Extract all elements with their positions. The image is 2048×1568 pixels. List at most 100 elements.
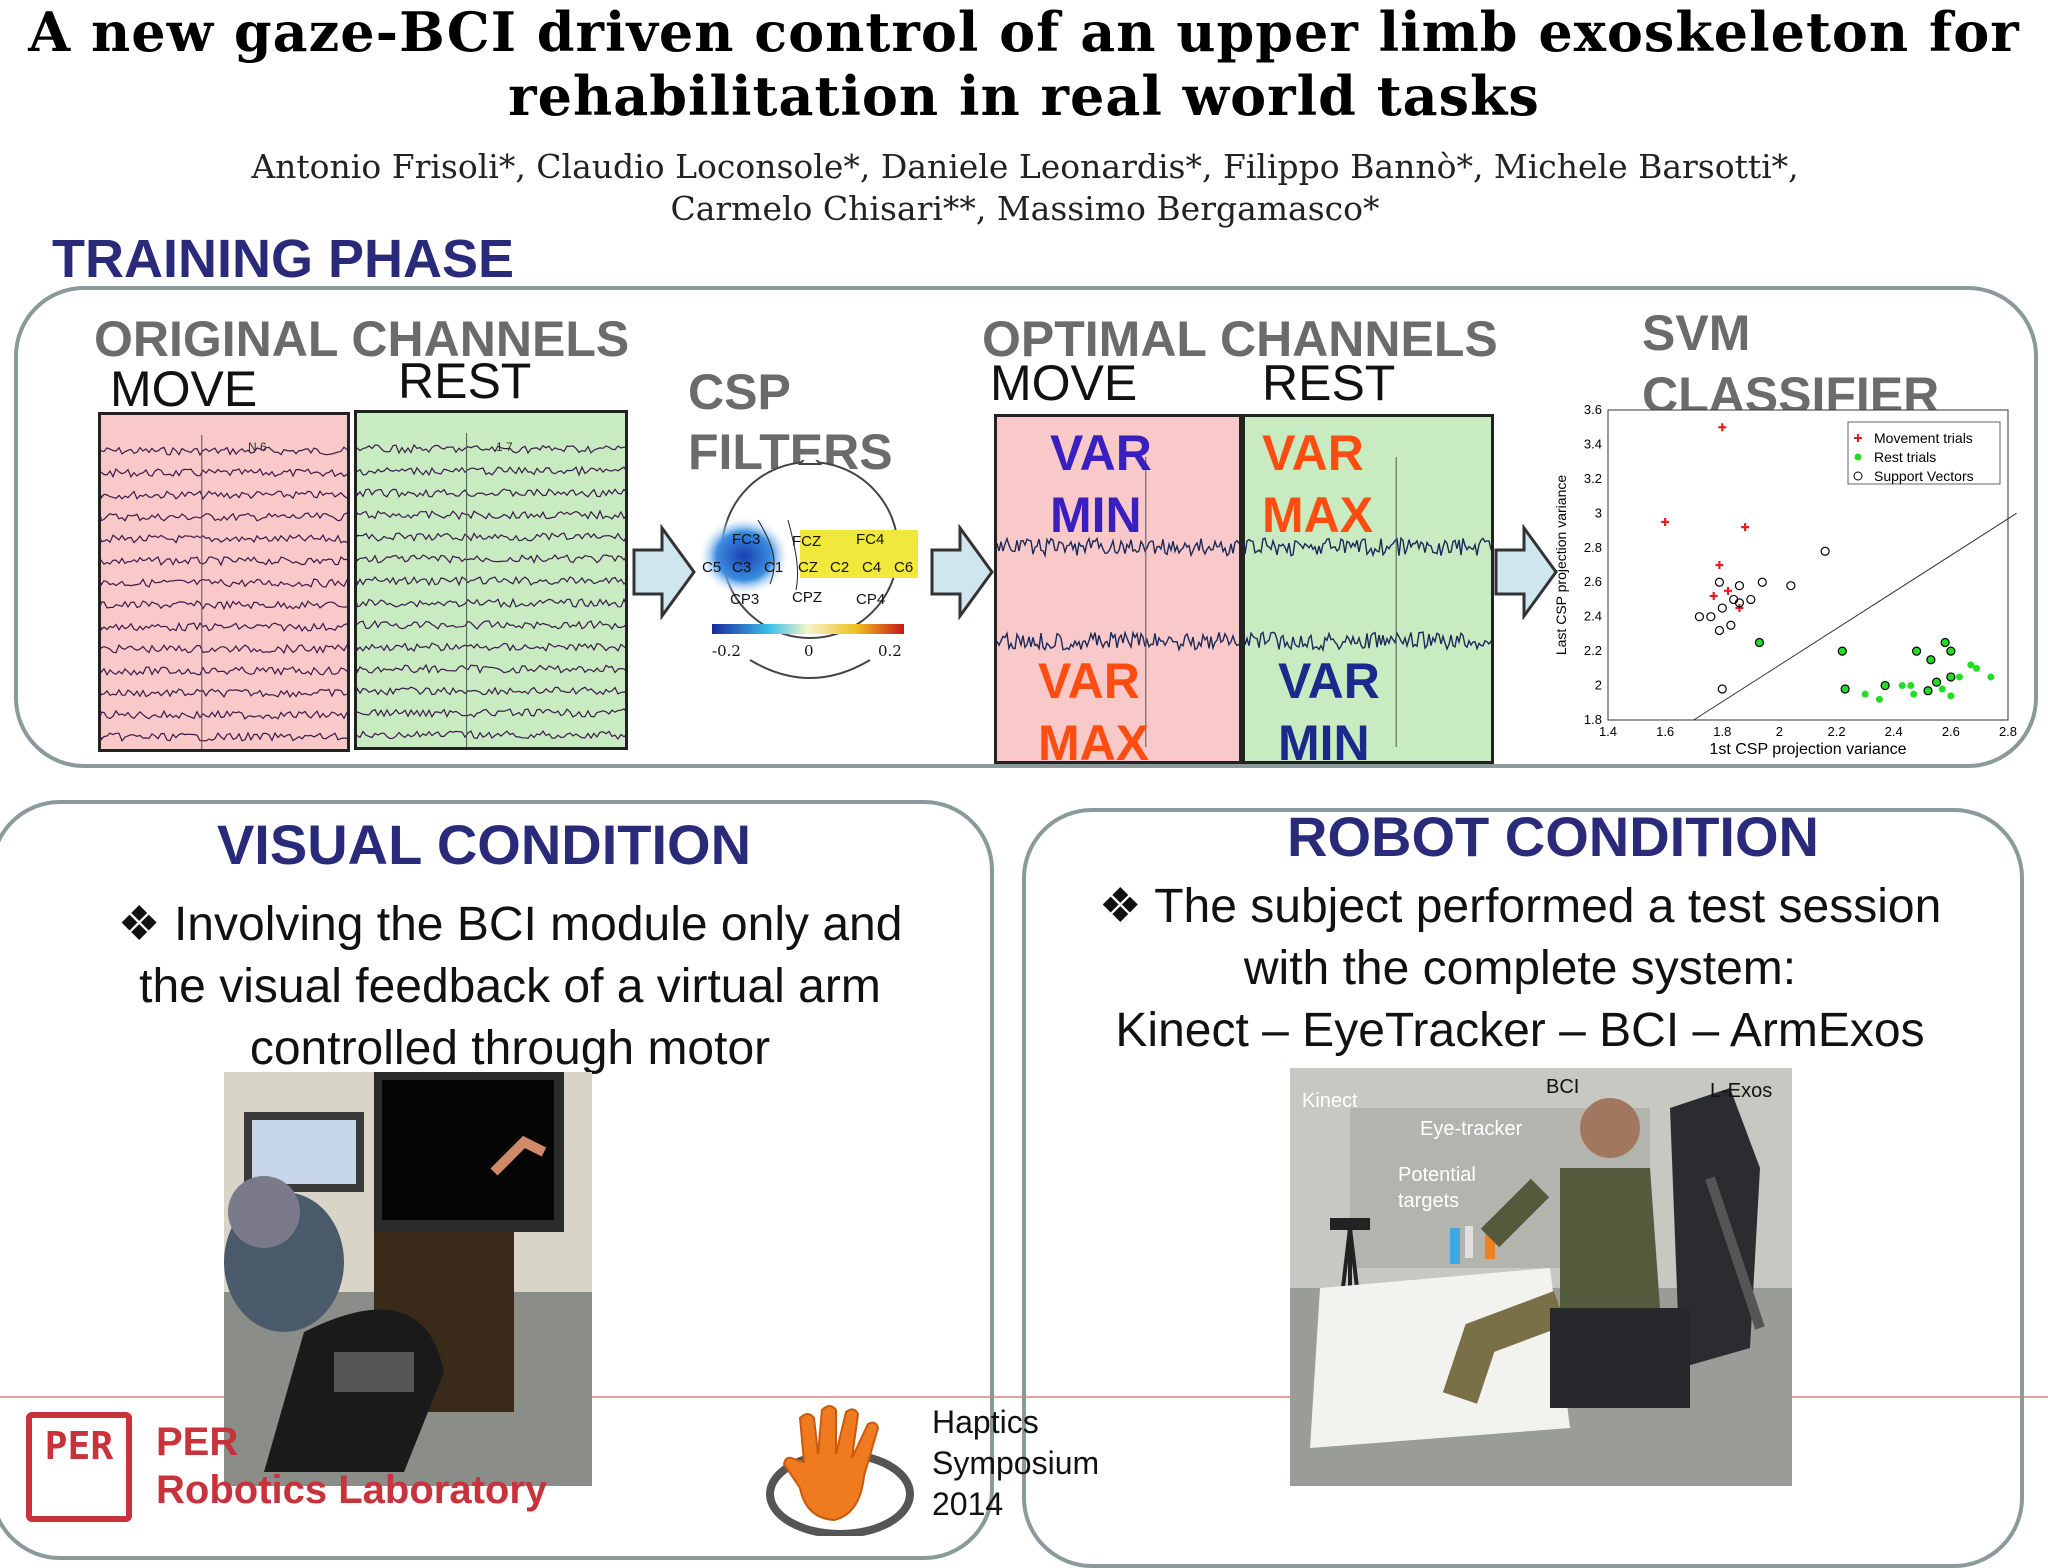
data-point <box>1840 684 1850 694</box>
data-point <box>1661 517 1670 526</box>
visual-condition-text: ❖ Involving the BCI module only and the … <box>60 894 960 1080</box>
training-phase-heading: TRAINING PHASE <box>52 229 515 289</box>
flow-arrow-1 <box>632 524 696 620</box>
data-point <box>1910 690 1918 698</box>
var-min-word-1b: VAR <box>1278 653 1380 709</box>
svg-text:FCZ: FCZ <box>792 533 821 550</box>
data-point <box>1820 546 1830 556</box>
lab-name-line-2: Robotics Laboratory <box>156 1468 548 1512</box>
cbar-tick-mid: 0 <box>804 642 814 660</box>
rest-var-max: VAR MAX <box>1262 422 1373 546</box>
original-channels-label: ORIGINAL CHANNELS <box>94 311 630 367</box>
move-var-max: VAR MAX <box>1038 650 1149 774</box>
legend-marker <box>1854 453 1862 461</box>
data-point <box>1941 639 1949 646</box>
y-tick-label: 3.6 <box>1584 402 1602 417</box>
paper-title: A new gaze-BCI driven control of an uppe… <box>0 0 2048 128</box>
move-var-min: VAR MIN <box>1050 422 1152 546</box>
cbar-tick-min: -0.2 <box>712 642 741 660</box>
svg-text:CPZ: CPZ <box>792 589 822 606</box>
training-panel <box>14 286 2038 768</box>
svg-text:C5: C5 <box>702 559 721 576</box>
data-point <box>1786 581 1796 591</box>
eeg-move-original <box>98 412 350 752</box>
data-point <box>1947 673 1955 681</box>
var-max-word-1b: VAR <box>1038 653 1140 709</box>
var-min-word-2b: MIN <box>1278 715 1370 771</box>
data-point <box>1987 673 1995 681</box>
optimal-move-label: MOVE <box>990 355 1138 411</box>
x-tick-label: 1.6 <box>1656 724 1674 739</box>
data-point <box>1931 677 1942 687</box>
authors-line-1: Antonio Frisoli*, Claudio Loconsole*, Da… <box>251 147 1799 186</box>
svg-text:FC4: FC4 <box>856 531 884 548</box>
y-tick-label: 2.6 <box>1584 574 1602 589</box>
var-max-word-2: MAX <box>1262 487 1374 543</box>
label-targets: Potential targets <box>1398 1162 1476 1214</box>
data-point <box>1715 561 1724 569</box>
x-tick-label: 2.2 <box>1828 724 1846 739</box>
svg-text:CP4: CP4 <box>856 591 885 608</box>
x-tick-label: 1.8 <box>1713 724 1731 739</box>
svg-text:FC3: FC3 <box>732 531 760 548</box>
optimal-rest-label: REST <box>1262 355 1396 411</box>
data-point <box>1694 612 1705 622</box>
opt-traces-move <box>997 457 1239 747</box>
eeg-traces-move <box>101 435 347 749</box>
data-point <box>1927 656 1935 664</box>
title-line-1: A new gaze-BCI driven control of an uppe… <box>28 0 2020 64</box>
svg-text:CZ: CZ <box>798 559 818 576</box>
data-point <box>1734 598 1745 608</box>
x-tick-label: 2.6 <box>1942 724 1960 739</box>
legend-marker <box>1854 434 1862 442</box>
data-point <box>1967 661 1975 669</box>
haptics-symposium-text: Haptics Symposium 2014 <box>932 1402 1099 1525</box>
y-tick-label: 3 <box>1595 505 1602 520</box>
y-tick-label: 3.4 <box>1584 436 1602 451</box>
label-targets-line-1: Potential <box>1398 1164 1476 1186</box>
data-point <box>1898 682 1906 690</box>
label-kinect: Kinect <box>1302 1090 1358 1112</box>
opt-traces-rest <box>1245 457 1491 747</box>
data-point <box>1973 664 1981 672</box>
data-point <box>1714 625 1725 636</box>
y-tick-label: 3.2 <box>1584 471 1602 486</box>
x-tick-label: 2.4 <box>1885 724 1903 739</box>
authors: Antonio Frisoli*, Claudio Loconsole*, Da… <box>60 146 1990 230</box>
svg-text:C4: C4 <box>862 559 881 576</box>
data-point <box>1923 686 1933 696</box>
svg-text:CP3: CP3 <box>730 591 759 608</box>
original-move-label: MOVE <box>110 361 258 417</box>
data-point <box>1714 577 1725 587</box>
robot-text-line-2: with the complete system: <box>1243 942 1797 995</box>
svg-text:C6: C6 <box>894 559 913 576</box>
data-point <box>1754 637 1765 648</box>
haptics-line-2: Symposium <box>932 1445 1100 1481</box>
data-point <box>1947 692 1955 700</box>
data-point <box>1837 646 1847 656</box>
robot-condition-title: ROBOT CONDITION <box>1287 805 1819 868</box>
decision-boundary <box>1693 512 2017 721</box>
visual-text-line-1: Involving the BCI module only and <box>173 898 903 951</box>
data-point <box>1913 647 1921 655</box>
data-point <box>1880 680 1890 691</box>
data-point <box>1718 423 1727 432</box>
data-point <box>1741 523 1750 532</box>
eeg-rest-optimal <box>1242 414 1494 764</box>
data-point <box>1947 647 1955 655</box>
robot-text-line-1: The subject performed a test session <box>1154 880 1942 933</box>
visual-text-line-2: the visual feedback of a virtual arm <box>139 960 881 1013</box>
data-point <box>1924 687 1932 695</box>
var-max-word-1: VAR <box>1262 425 1364 481</box>
data-point <box>1875 695 1883 703</box>
csp-label-line-1: CSP <box>688 364 791 420</box>
haptics-line-3: 2014 <box>932 1486 1004 1522</box>
flow-arrow-2 <box>930 524 994 620</box>
y-tick-label: 2.2 <box>1584 643 1602 658</box>
percro-logo-icon: PER <box>26 1412 132 1522</box>
optimal-channels-label: OPTIMAL CHANNELS <box>982 311 1498 367</box>
eeg-traces-rest <box>357 433 625 747</box>
legend-marker <box>1853 471 1863 481</box>
